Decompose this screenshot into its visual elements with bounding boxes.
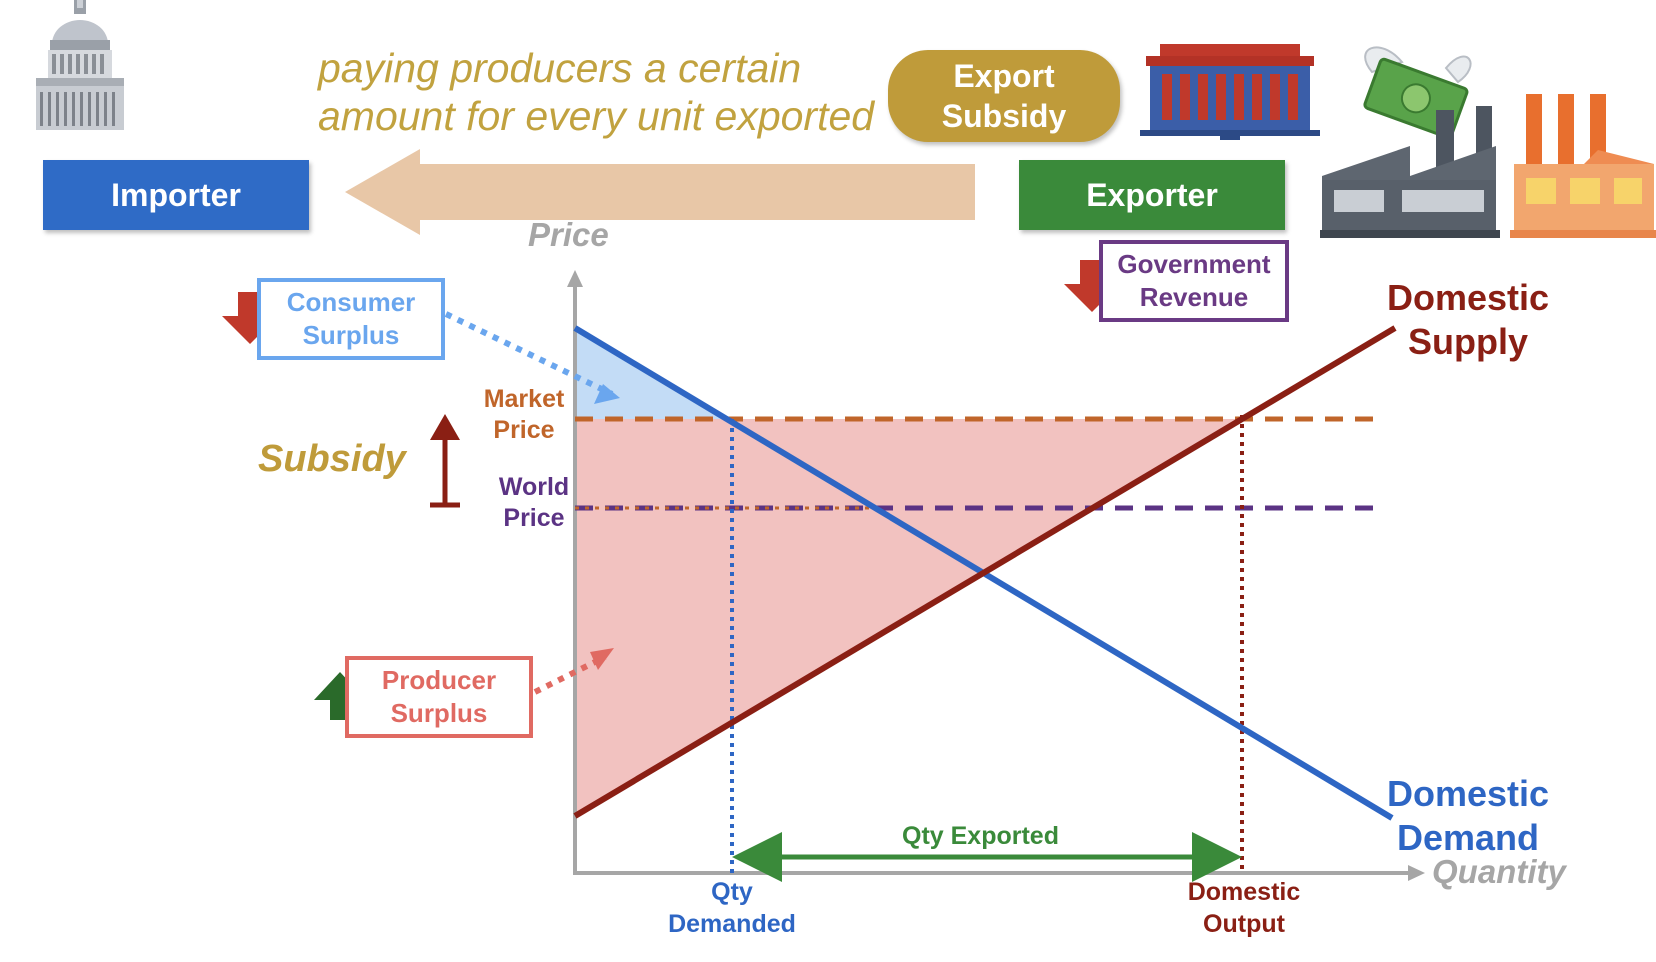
x-axis-arrowhead xyxy=(1408,865,1425,881)
consumer-surplus-line-2: Surplus xyxy=(302,320,400,350)
producer-surplus-line-1: Producer xyxy=(381,665,497,695)
market-price-line-2: Price xyxy=(493,416,555,444)
consumer-surplus-pointer xyxy=(444,311,614,397)
qty-demanded-label: Qty Demanded xyxy=(652,876,812,940)
government-revenue-label: Government Revenue xyxy=(1099,240,1289,322)
domestic-output-line-1: Domestic xyxy=(1187,878,1301,906)
market-price-line-1: Market xyxy=(483,385,565,413)
subsidy-arrow-head xyxy=(430,414,460,440)
consumer-surplus-pointer-head xyxy=(594,384,620,404)
export-subsidy-line-2: Subsidy xyxy=(941,98,1067,134)
qty-demanded-line-1: Qty xyxy=(711,878,753,906)
producer-surplus-up-arrow xyxy=(314,672,366,720)
government-revenue-line-2: Revenue xyxy=(1139,282,1249,312)
domestic-demand-line-2: Demand xyxy=(1396,817,1540,858)
export-subsidy-definition: paying producers a certain amount for ev… xyxy=(318,45,875,139)
producer-surplus-pointer xyxy=(533,654,607,695)
producer-surplus-line-2: Surplus xyxy=(390,698,488,728)
consumer-surplus-down-arrow xyxy=(222,292,278,344)
domestic-supply-label: Domestic Supply xyxy=(1378,276,1558,364)
factory-icon xyxy=(1320,80,1656,240)
subsidy-label: Subsidy xyxy=(258,438,406,480)
domestic-output-label: Domestic Output xyxy=(1164,876,1324,940)
domestic-demand-label: Domestic Demand xyxy=(1378,772,1558,860)
domestic-supply-line-2: Supply xyxy=(1407,321,1528,362)
importer-box: Importer xyxy=(43,160,309,230)
government-revenue-down-arrow xyxy=(1064,260,1120,312)
consumer-surplus-line-1: Consumer xyxy=(286,287,416,317)
world-price-line-1: World xyxy=(498,473,570,501)
domestic-output-line-2: Output xyxy=(1203,910,1285,938)
domestic-supply-curve xyxy=(573,325,1397,819)
consumer-surplus-label: Consumer Surplus xyxy=(257,278,445,360)
government-building-icon xyxy=(1140,44,1320,144)
qty-exported-label: Qty Exported xyxy=(902,822,1059,850)
export-flow-arrow xyxy=(345,149,975,235)
domestic-supply-line-1: Domestic xyxy=(1386,277,1550,318)
producer-surplus-pointer-head xyxy=(590,648,614,670)
world-price-label: World Price xyxy=(488,472,580,534)
y-axis-arrowhead xyxy=(567,270,583,287)
price-axis-label: Price xyxy=(528,216,609,253)
quantity-axis-label: Quantity xyxy=(1432,853,1566,890)
exporter-box: Exporter xyxy=(1019,160,1285,230)
capitol-building-icon xyxy=(30,0,130,140)
world-price-line-2: Price xyxy=(503,504,565,532)
producer-surplus-label: Producer Surplus xyxy=(345,656,533,738)
export-subsidy-line-1: Export xyxy=(953,58,1055,94)
domestic-demand-line-1: Domestic xyxy=(1386,773,1550,814)
qty-demanded-line-2: Demanded xyxy=(668,910,796,938)
export-subsidy-badge: Export Subsidy xyxy=(888,50,1120,142)
market-price-label: Market Price xyxy=(476,384,572,446)
government-revenue-line-1: Government xyxy=(1117,249,1271,279)
